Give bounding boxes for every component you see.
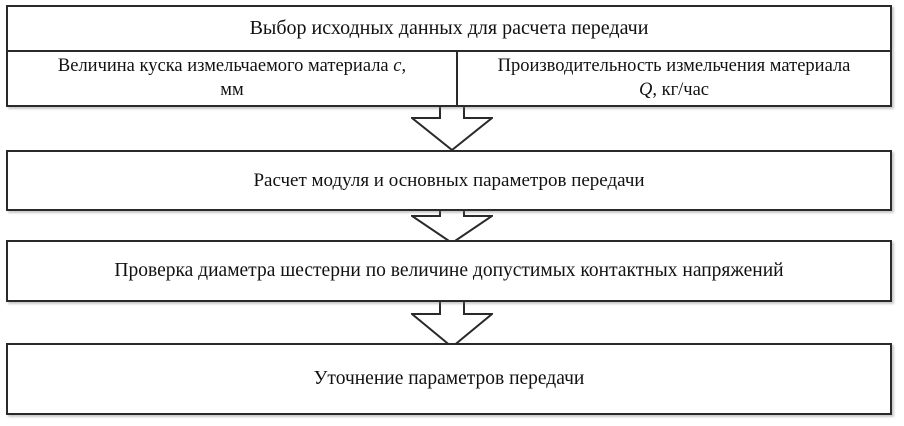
throughput-text-before: Производительность измельчения материала [497, 55, 851, 76]
arrow-down-icon-1 [411, 101, 493, 151]
throughput-symbol: Q [638, 79, 653, 100]
input-cell-piece-size-label: Величина куска измельчаемого материала c… [58, 55, 406, 102]
input-data-header: Выбор исходных данных для расчета переда… [8, 7, 890, 52]
step-box-2-label: Проверка диаметра шестерни по величине д… [114, 259, 784, 281]
step-box-3-label: Уточнение параметров передачи [313, 367, 585, 389]
input-data-header-label: Выбор исходных данных для расчета переда… [249, 17, 649, 39]
arrow-down-icon-3 [411, 296, 493, 348]
piece-size-symbol: c [393, 55, 402, 76]
step-box-1: Расчет модуля и основных параметров пере… [6, 150, 892, 211]
piece-size-text-after: , мм [220, 55, 407, 100]
input-data-box: Выбор исходных данных для расчета переда… [6, 5, 892, 107]
piece-size-text-before: Величина куска измельчаемого материала [57, 55, 394, 76]
input-cell-throughput-label: Производительность измельчения материала… [498, 55, 851, 102]
input-cell-throughput: Производительность измельчения материала… [458, 52, 890, 105]
throughput-text-after: , кг/час [652, 79, 710, 100]
step-box-2: Проверка диаметра шестерни по величине д… [6, 240, 892, 302]
input-cell-piece-size: Величина куска измельчаемого материала c… [8, 52, 458, 105]
step-box-3: Уточнение параметров передачи [6, 343, 892, 415]
input-data-cells: Величина куска измельчаемого материала c… [8, 52, 890, 105]
step-box-1-label: Расчет модуля и основных параметров пере… [253, 169, 645, 191]
